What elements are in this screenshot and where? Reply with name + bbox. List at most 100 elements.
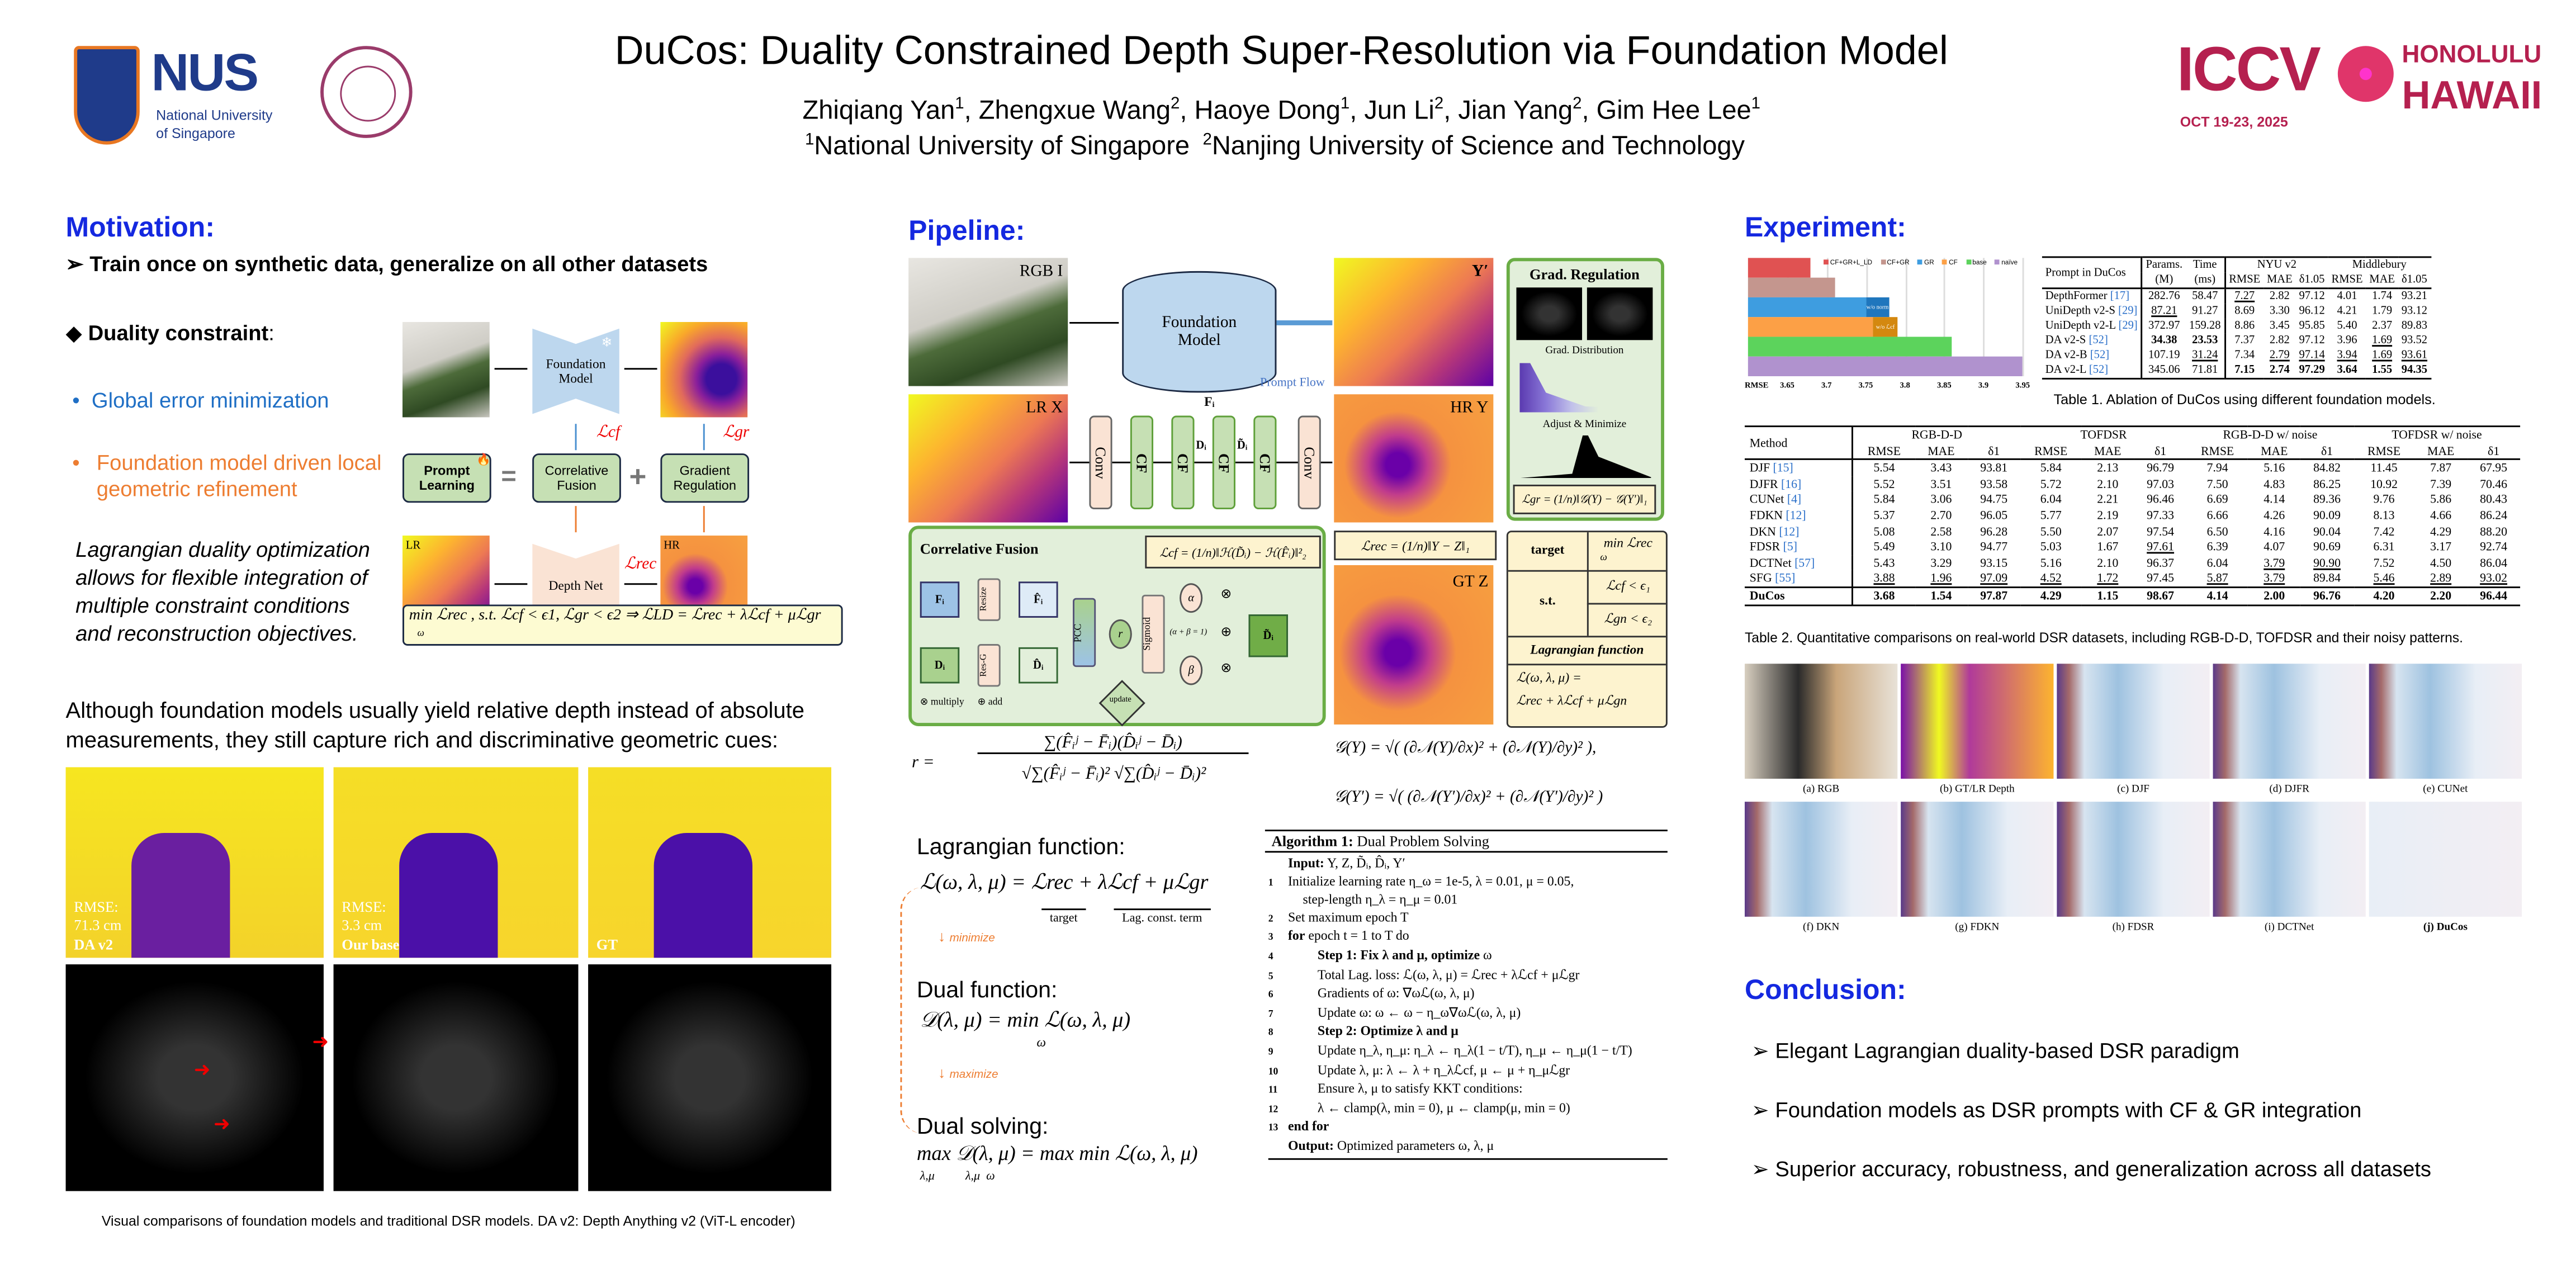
iccv-city2: HAWAII [2402, 74, 2542, 119]
table-cell: 8.13 [2373, 507, 2395, 523]
author-affiliation-mark: 2 [1434, 95, 1444, 113]
legend-item: naïve [1995, 258, 2018, 266]
table-cell: 7.27 [2234, 289, 2255, 302]
gradient-formula-y: 𝒢(Y) = √( (∂𝒩(Y)/∂x)² + (∂𝒩(Y)/∂y)² ), [1334, 739, 1597, 757]
table-cell: 90.90 [2313, 555, 2341, 570]
x-axis-label: RMSE [1744, 382, 1769, 391]
citation: [57] [1794, 555, 1815, 570]
depth-comparison-image: GT [588, 767, 832, 958]
table-cell: 4.20 [2373, 588, 2395, 603]
correlative-fusion-panel: Correlative Fusion ℒcf = (1/n)‖ℋ(D̃ᵢ) − … [908, 525, 1326, 727]
line-body: Update η_λ, η_μ: η_λ ← η_λ(1 − t/T), η_μ… [1288, 1043, 1632, 1058]
prompt-flow-label: Prompt Flow [1260, 375, 1325, 390]
legend-swatch [1880, 259, 1886, 265]
algorithm-line: step-length η_λ = η_μ = 0.01 [1268, 892, 1668, 910]
rmse-value: 71.3 cm [74, 916, 122, 934]
line-body: step-length η_λ = η_μ = 0.01 [1288, 892, 1457, 907]
column-header: Method [1744, 426, 1854, 460]
legend-swatch [1824, 259, 1829, 265]
legend-swatch [1966, 259, 1971, 265]
objective-formula-box: min ℒrec , s.t. ℒcf < ϵ1, ℒgr < ϵ2 ⇒ ℒLD… [402, 604, 843, 646]
visual-result-caption: (h) FDSR [2112, 921, 2154, 934]
gradient-formula-yprime: 𝒢(Y′) = √( (∂𝒩(Y′)/∂x)² + (∂𝒩(Y′)/∂y)² ) [1334, 788, 1603, 807]
duality-heading-text: Duality constraint [88, 320, 269, 345]
cf-block-1: CF [1130, 415, 1154, 510]
column-group-header: TOFDSR w/ noise [2392, 427, 2482, 442]
author: Zhengxue Wang [978, 97, 1171, 126]
row-label: DJF [15] [1744, 459, 1854, 476]
metric-header: RMSE [2331, 272, 2363, 286]
arrow-right-icon [1069, 322, 1119, 324]
di-tilde-node: D̃ᵢ [1248, 614, 1289, 657]
table-cell: 2.13 [2097, 460, 2119, 475]
row-label: DA v2-L [52] [2042, 363, 2143, 379]
row-label: DCTNet [57] [1744, 555, 1854, 571]
table-cell: 6.66 [2206, 507, 2228, 523]
fi-node: Fᵢ [920, 581, 960, 618]
bullet-local-text: Foundation model driven local geometric … [96, 450, 382, 501]
table-cell: 90.04 [2313, 523, 2341, 538]
row-divider [1508, 664, 1666, 666]
table-cell: 3.17 [2430, 539, 2452, 554]
arrow-down-icon [703, 424, 705, 451]
foundation-model-label: Foundation Model [546, 356, 606, 386]
table-cell: 95.85 [2299, 319, 2325, 332]
pcc-formula-denominator: √∑(F̂ᵢʲ − F̄ᵢ)² √∑(D̂ᵢʲ − D̄ᵢ)² [1021, 765, 1206, 784]
table-cell: 93.52 [2401, 333, 2428, 347]
table-cell: 5.43 [1873, 555, 1895, 570]
table-cell: 7.39 [2430, 476, 2452, 491]
separator: , [1581, 97, 1597, 126]
line-body: Initialize learning rate η_ω = 1e-5, λ =… [1288, 873, 1574, 888]
table-cell: 23.53 [2186, 333, 2226, 349]
dual-solving-heading: Dual solving: [916, 1112, 1049, 1139]
adjusted-histogram [1519, 435, 1651, 479]
comparison-caption: Visual comparisons of foundation models … [101, 1212, 795, 1229]
citation: [52] [2089, 333, 2108, 347]
bar-base [1748, 337, 1952, 357]
line-body: Total Lag. loss: ℒ(ω, λ, μ) = ℒrec + λℒc… [1288, 967, 1580, 982]
multiply-node-icon: ⊗ [1220, 586, 1232, 602]
equals-sign: = [501, 463, 517, 491]
table-cell: 96.05 [1980, 507, 2008, 523]
dual-function-subscript: ω [1036, 1035, 1046, 1050]
metric-header: RMSE [1867, 443, 1901, 458]
separator: , [1180, 97, 1195, 126]
table-cell: 2.20 [2430, 588, 2452, 603]
author-affiliation-mark: 1 [955, 95, 964, 113]
x-tick-label: 3.95 [2015, 382, 2030, 391]
table-cell: 97.03 [2147, 476, 2175, 491]
row-label: FDKN [12] [1744, 507, 1854, 524]
res-g-block: Res-G [977, 644, 1001, 687]
table-cell: 87.21 [2151, 304, 2177, 318]
plus-sign: + [629, 460, 647, 493]
x-tick-label: 3.9 [1978, 382, 1989, 391]
legend-swatch [1917, 259, 1923, 265]
table-cell: 107.19 [2148, 348, 2180, 362]
line-body: Set maximum epoch T [1288, 910, 1409, 924]
row-label: CUNet [4] [1744, 491, 1854, 508]
table-cell: 1.67 [2097, 539, 2119, 554]
table-cell: 96.46 [2147, 491, 2175, 507]
table-cell: 7.34 [2234, 348, 2255, 362]
table-cell: 2.00 [2264, 588, 2285, 603]
algorithm-line: Input: Y, Z, D̃ᵢ, D̂ᵢ, Y′ [1268, 856, 1668, 873]
table-cell: 90.69 [2313, 539, 2341, 554]
hibiscus-icon [2337, 46, 2394, 102]
metric-header: RMSE [2034, 443, 2068, 458]
correlative-fusion-title: Correlative Fusion [920, 540, 1039, 557]
line-body: for epoch t = 1 to T do [1288, 929, 1409, 944]
row-label: DA v2-S [52] [2042, 333, 2143, 349]
iccv-logo: ICCV OCT 19-23, 2025 HONOLULU HAWAII [2177, 36, 2542, 155]
table-cell: 4.66 [2430, 507, 2452, 523]
table-cell: 7.50 [2206, 476, 2228, 491]
table-cell: 94.77 [1980, 539, 2008, 554]
gridline [2023, 258, 2025, 376]
table-cell: 6.50 [2206, 523, 2228, 538]
target-value: min ℒrec [1603, 536, 1652, 551]
